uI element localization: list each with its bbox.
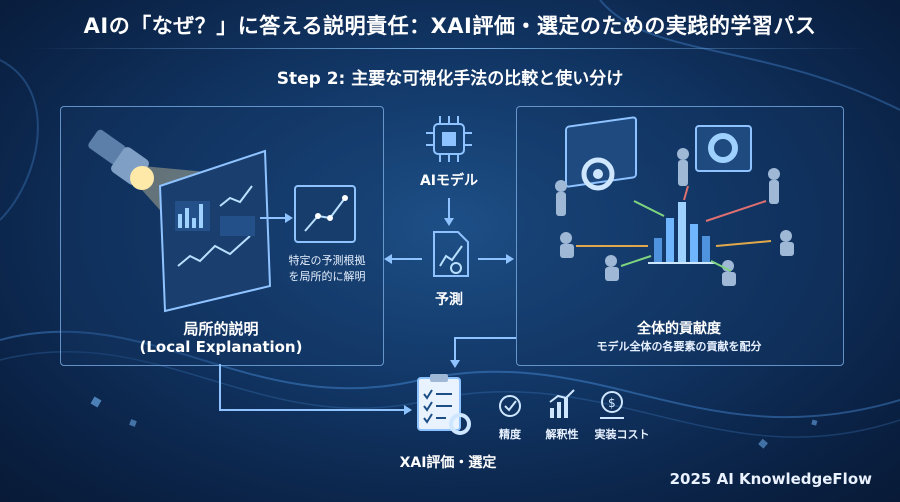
- center-flow: [384, 116, 514, 277]
- central-bar-chart-icon: [648, 202, 716, 264]
- local-explanation-title: 局所的説明: [183, 320, 259, 338]
- pie-screen-icon: [695, 125, 752, 172]
- evaluation-title: XAI評価・選定: [399, 455, 497, 471]
- local-callout-line-1: 特定の予測根拠: [288, 254, 366, 267]
- prediction-label: 予測: [435, 292, 463, 308]
- step-subtitle: Step 2: 主要な可視化手法の比較と使い分け: [276, 69, 624, 89]
- criterion-interpretability: 解釈性: [545, 428, 579, 441]
- local-callout-text: 特定の予測根拠 を局所的に解明: [272, 253, 382, 285]
- people-icons: [555, 148, 794, 286]
- local-explanation-subtitle: (Local Explanation): [139, 338, 303, 356]
- criterion-accuracy: 精度: [499, 428, 521, 441]
- checklist-icon: [417, 374, 471, 435]
- contribution-arrows: [576, 185, 772, 272]
- ai-model-label: AIモデル: [419, 173, 479, 189]
- criterion-cost: 実装コスト: [594, 428, 650, 441]
- ai-chip-icon: [426, 116, 472, 162]
- global-contribution-title: 全体的貢献度: [637, 321, 721, 337]
- prediction-document-icon: [433, 231, 469, 277]
- global-contribution-subtitle: モデル全体の各要素の貢献を配分: [596, 340, 762, 353]
- gear-screen-icon: [565, 116, 637, 191]
- dashboard-screen-icon: [158, 149, 272, 313]
- page-title: AIの「なぜ？」に答える説明責任：XAI評価・選定のための実践的学習パス: [83, 14, 817, 38]
- callout-chart-icon: [294, 185, 356, 243]
- interpretability-chart-icon: [549, 389, 575, 418]
- title-divider: [30, 48, 870, 49]
- local-callout-line-2: を局所的に解明: [288, 270, 366, 283]
- local-explanation-illustration: [88, 129, 356, 313]
- global-contribution-illustration: [555, 116, 794, 286]
- footer-credit: 2025 AI KnowledgeFlow: [669, 470, 872, 488]
- accuracy-gauge-icon: [499, 395, 521, 417]
- evaluation-icons: $: [417, 374, 624, 435]
- cost-coin-icon: $: [600, 391, 624, 419]
- svg-text:$: $: [608, 396, 616, 410]
